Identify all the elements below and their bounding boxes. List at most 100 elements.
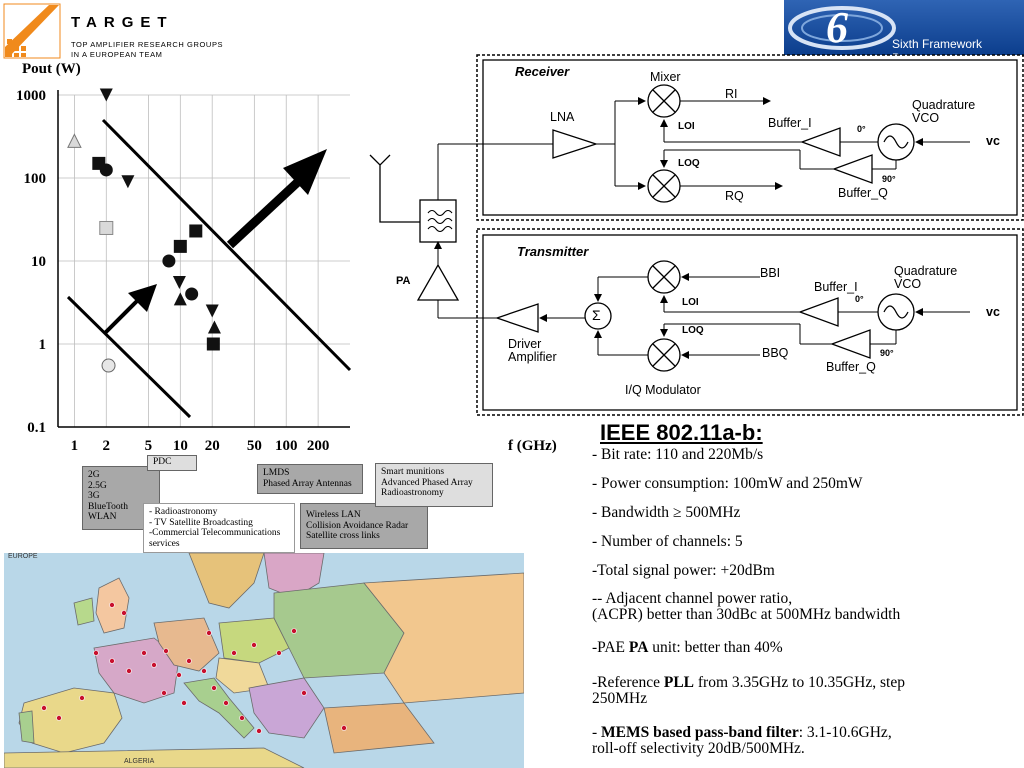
- app-smart-line-3: Radioastronomy: [381, 488, 444, 498]
- logo-title: TARGET: [71, 14, 174, 31]
- chart-point-triangle-down: [99, 88, 113, 102]
- spec-mems-bold: MEMS based pass-band filter: [601, 724, 799, 741]
- iq-modulator-label: I/Q Modulator: [625, 383, 701, 397]
- rx-deg90-label: 90°: [882, 174, 896, 184]
- chart-point-triangle-open: [67, 133, 82, 148]
- app-radio-line-2: - TV Satellite Broadcasting: [149, 517, 253, 528]
- mixer-label: Mixer: [650, 70, 681, 84]
- tx-buffer-q-icon: [830, 329, 871, 359]
- bbq-label: BBQ: [762, 346, 789, 360]
- spec-pll: -Reference PLL from 3.35GHz to 10.35GHz,…: [592, 675, 905, 691]
- tx-vco-label: Quadrature VCO: [894, 265, 957, 291]
- chart-point-square: [189, 224, 203, 238]
- chart-y-tick-label: 10: [31, 254, 46, 270]
- bbi-label: BBI: [760, 266, 781, 280]
- tx-deg0-label: 0°: [855, 294, 864, 304]
- logo-subtitle-line-1: TOP AMPLIFIER RESEARCH GROUPS: [71, 40, 224, 49]
- spec-pae: -PAE PA unit: better than 40%: [592, 640, 783, 656]
- logo-subtitle: TOP AMPLIFIER RESEARCH GROUPS IN A EUROP…: [71, 40, 223, 60]
- app-wireless-line-3: Satellite cross links: [306, 531, 380, 541]
- chart-trend-arrow-upper-head: [283, 149, 327, 195]
- pa-label: PA: [396, 275, 411, 287]
- app-cellular-25g: 2.5G: [88, 480, 107, 491]
- chart-point-square: [206, 337, 220, 351]
- app-box-smart: Smart munitions Advanced Phased Array Ra…: [375, 463, 493, 507]
- spec-bandwidth: - Bandwidth ≥ 500MHz: [592, 504, 741, 521]
- app-wireless-line-2: Collision Avoidance Radar: [306, 520, 409, 531]
- framework-label: Sixth Framework Programme: [892, 37, 983, 65]
- spec-rolloff: roll-off selectivity 20dB/500MHz.: [592, 740, 805, 757]
- chart-y-tick-label: 1: [39, 337, 47, 353]
- chart-x-tick-label: 20: [205, 438, 220, 454]
- app-radio-line-3: -Commercial Telecommunications: [149, 528, 281, 538]
- spec-channels: - Number of channels: 5: [592, 533, 743, 550]
- tx-deg90-label: 90°: [880, 348, 894, 358]
- chart-x-tick-label: 50: [247, 438, 262, 454]
- app-radio-line-1: - Radioastronomy: [149, 507, 218, 517]
- chart-trend-arrow-upper-shaft: [226, 176, 304, 249]
- chart-y-tick-label: 0.1: [27, 420, 46, 436]
- spec-signal-power: -Total signal power: +20dBm: [592, 562, 775, 579]
- rx-deg0-label: 0°: [857, 124, 866, 134]
- app-lmds-line-2: Phased Array Antennas: [263, 478, 352, 489]
- tx-vc-label: vc: [986, 305, 1000, 319]
- rq-label: RQ: [725, 189, 744, 203]
- app-cellular-2g: 2G: [88, 470, 100, 480]
- driver-line-1: Driver: [508, 337, 542, 351]
- spec-pll-prefix: -Reference: [592, 674, 664, 691]
- chart-y-tick-label: 1000: [16, 88, 46, 104]
- tx-loq-label: LOQ: [682, 325, 704, 336]
- spec-acpr-2: (ACPR) better than 30dBc at 500MHz bandw…: [592, 606, 901, 623]
- chart-trend-line-lower: [66, 295, 192, 419]
- chart-y-tick-label: 100: [24, 171, 47, 187]
- rx-buffer-q-label: Buffer_Q: [838, 186, 888, 200]
- buffer-i-icon: [800, 127, 841, 157]
- app-box-pdc: PDC: [147, 455, 197, 471]
- app-wireless-line-1: Wireless LAN: [306, 510, 361, 520]
- rx-vc-label: vc: [986, 134, 1000, 148]
- lna-label: LNA: [550, 110, 575, 124]
- app-pdc: PDC: [153, 457, 172, 467]
- tx-vco-line-1: Quadrature: [894, 264, 958, 278]
- tx-vco-line-2: VCO: [894, 277, 922, 291]
- chart-x-axis-label: f (GHz): [508, 438, 557, 454]
- receiver-title: Receiver: [515, 64, 570, 79]
- chart-point-triangle-up: [173, 292, 187, 306]
- vco-oscillator-icon: [877, 123, 915, 161]
- logo-subtitle-line-2: IN A EUROPEAN TEAM: [71, 50, 163, 59]
- spec-acpr-1: -- Adjacent channel power ratio,: [592, 590, 793, 607]
- chart-trend-line-upper: [101, 118, 352, 372]
- driver-line-2: Amplifier: [508, 350, 557, 364]
- map-label-algeria: ALGERIA: [124, 758, 155, 765]
- chart-point-triangle-down: [121, 175, 135, 189]
- app-cellular-bluetooth: BlueTooth: [88, 501, 128, 512]
- spec-pae-bold: PA: [628, 639, 649, 656]
- chart-point-square: [173, 239, 187, 253]
- chart-point-circle-open: [101, 358, 116, 373]
- chart-point-square: [92, 156, 106, 170]
- ri-label: RI: [725, 87, 738, 101]
- rx-vco-line-2: VCO: [912, 111, 940, 125]
- europe-map: ALGERIA EUROPE: [4, 553, 524, 768]
- app-cellular-wlan: WLAN: [88, 512, 117, 522]
- tx-mixer-i-icon: [647, 260, 681, 294]
- spec-pll-suffix: from 3.35GHz to 10.35GHz, step: [694, 674, 905, 691]
- chart-point-triangle-down: [205, 304, 219, 318]
- spec-mems: - MEMS based pass-band filter: 3.1-10.6G…: [592, 725, 892, 741]
- app-lmds-line-1: LMDS: [263, 468, 290, 478]
- chart-x-tick-label: 100: [275, 438, 298, 454]
- rx-loq-label: LOQ: [678, 158, 700, 169]
- chart-point-square-open: [99, 220, 114, 235]
- tx-loi-label: LOI: [682, 297, 699, 308]
- chart-x-tick-label: 2: [103, 438, 111, 454]
- chart-y-axis-label: Pout (W): [22, 61, 81, 77]
- chart-point-circle: [162, 254, 176, 268]
- chart-x-tick-label: 1: [71, 438, 79, 454]
- rx-loi-label: LOI: [678, 121, 695, 132]
- spec-pae-prefix: -PAE: [592, 639, 629, 656]
- framework-number: 6: [826, 3, 848, 52]
- tx-buffer-q-label: Buffer_Q: [826, 360, 876, 374]
- mixer-i-icon: [647, 84, 681, 118]
- map-header-label: EUROPE: [8, 553, 38, 560]
